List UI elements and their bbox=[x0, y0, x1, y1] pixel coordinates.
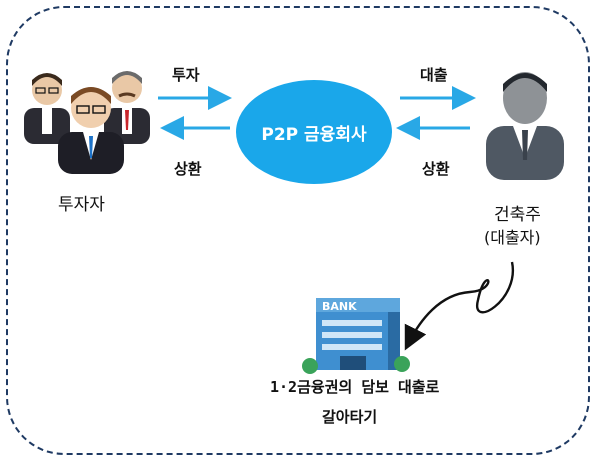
dashed-frame bbox=[6, 6, 590, 455]
p2p-hub-node: P2P 금융회사 bbox=[236, 80, 392, 184]
refinance-text-line1: 1·2금융권의 담보 대출로 bbox=[270, 378, 440, 396]
hub-label: P2P 금융회사 bbox=[261, 124, 367, 145]
investors-icon bbox=[24, 71, 150, 174]
investors-label: 투자자 bbox=[58, 195, 105, 215]
edge-label-repay-left: 상환 bbox=[174, 160, 202, 178]
edge-label-loan: 대출 bbox=[420, 66, 448, 84]
builder-icon bbox=[486, 72, 564, 180]
edge-label-invest: 투자 bbox=[172, 66, 200, 84]
curly-arrow bbox=[404, 261, 515, 351]
refinance-text-line2: 갈아타기 bbox=[322, 408, 378, 426]
builder-label: 건축주 bbox=[494, 205, 541, 225]
borrower-label: (대출자) bbox=[484, 228, 541, 247]
edge-label-repay-right: 상환 bbox=[422, 160, 450, 178]
bank-building-icon bbox=[302, 298, 410, 374]
bank-sign: BANK bbox=[322, 300, 357, 313]
